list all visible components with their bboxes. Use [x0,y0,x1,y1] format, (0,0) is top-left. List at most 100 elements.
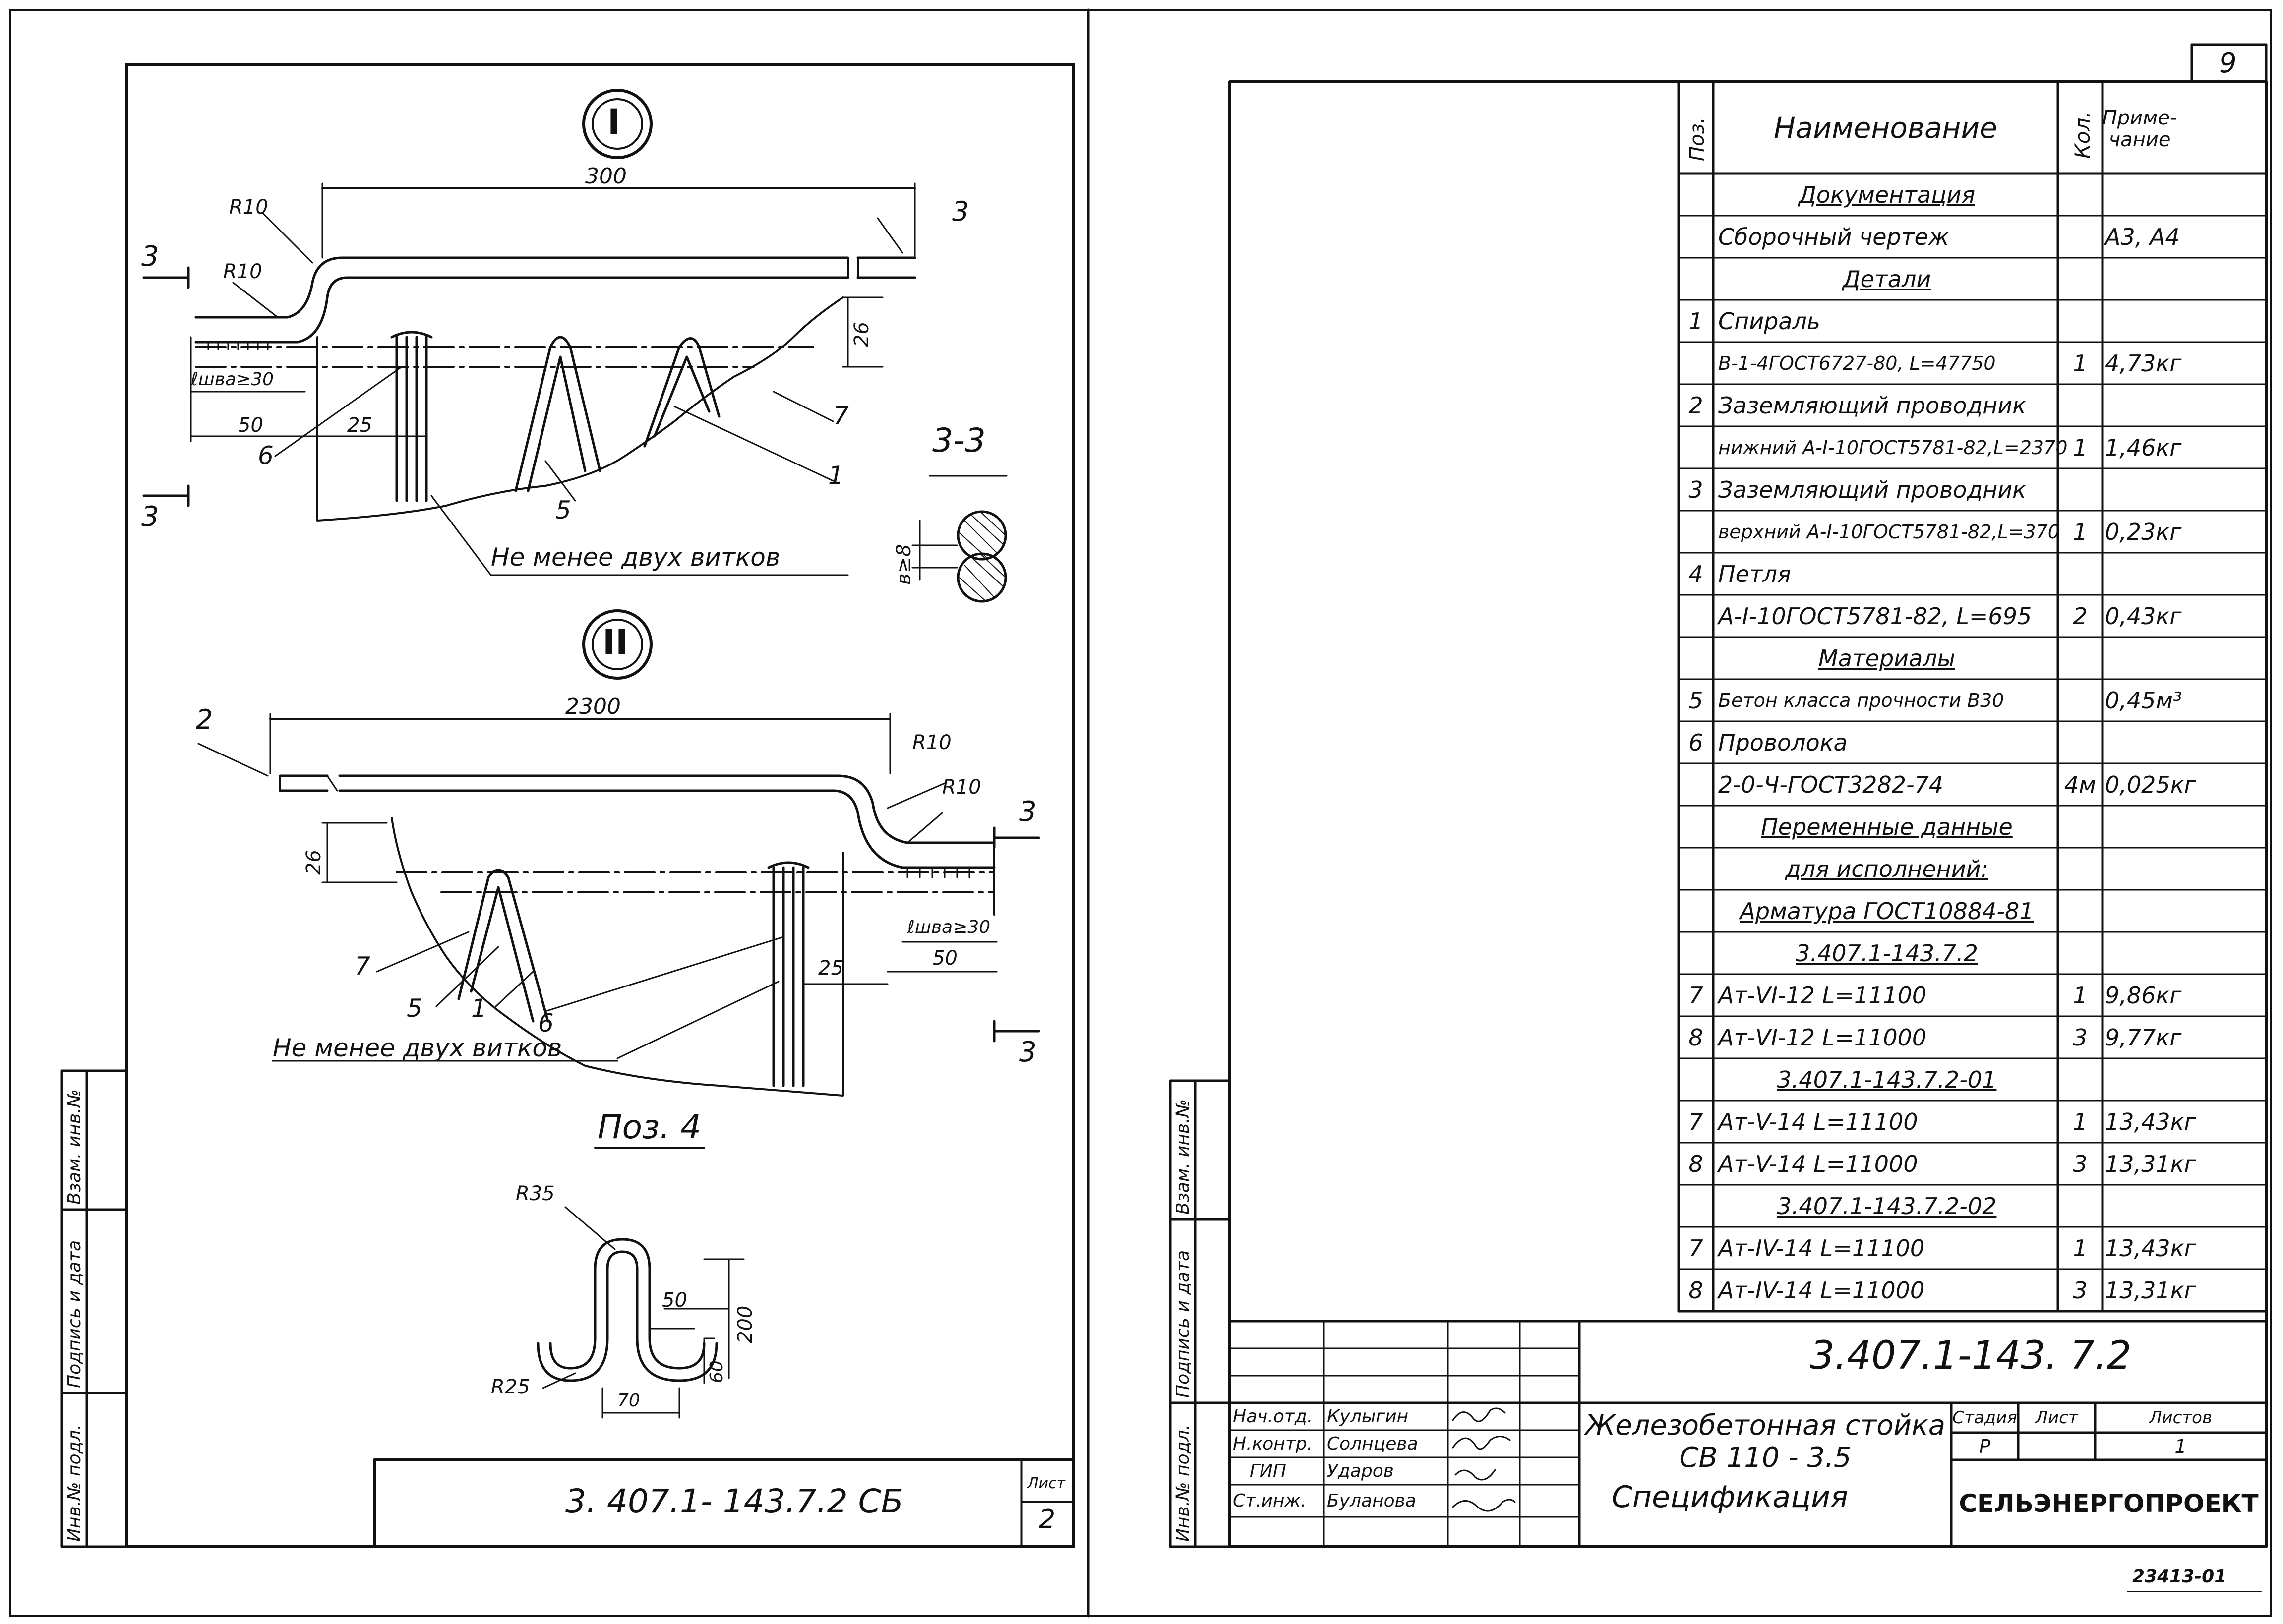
tb-role-3: ГИП [1250,1461,1287,1481]
spec-row-pos: 8 [1688,1024,1703,1051]
spec-row-name: Ат-IV-14 L=11000 [1718,1276,1925,1304]
detail-1-section-mark-bottom: 3 [141,501,159,533]
left-side-label-sign: Подпись и дата [64,1240,85,1388]
spec-row-pos: 1 [1688,307,1703,335]
left-side-label-inv: Инв.№ подл. [64,1424,85,1542]
spec-row-pos [1679,1185,1713,1227]
spec-row-qty [2058,553,2103,595]
spec-row-qty: 1 [2073,434,2088,461]
spec-row-qty: 1 [2073,349,2088,377]
spec-row-note: 4,73кг [2105,349,2182,377]
detail-1-dim-length: 300 [585,164,627,189]
pos4-r35: R35 [516,1182,555,1205]
left-stamp-code: 3. 407.1- 143.7.2 СБ [565,1482,903,1520]
spec-row-name: Переменные данные [1761,813,2013,840]
spec-row-qty: 1 [2073,982,2088,1009]
spec-row-pos [1679,258,1713,300]
spec-row-qty: 3 [2073,1276,2088,1304]
spec-row-pos [1679,848,1713,890]
spec-row-qty: 2 [2073,602,2088,630]
tb-role-2: Н.контр. [1233,1434,1313,1454]
spec-row-qty [2058,216,2103,258]
detail-2-callout-6: 6 [538,1009,554,1038]
detail-2-section-mark-top: 3 [1019,796,1037,828]
detail-2-dim-25: 25 [818,957,843,980]
spec-row-note: 13,43кг [2105,1234,2196,1262]
spec-row-note [2105,890,2264,932]
spec-row-qty: 3 [2073,1024,2088,1051]
spec-row-note [2105,300,2264,342]
spec-row-note [2105,1058,2264,1101]
spec-row-note [2105,553,2264,595]
spec-row-qty [2058,890,2103,932]
tb-stage: Р [1979,1435,1990,1457]
spec-row-name: нижний А-I-10ГОСТ5781-82,L=2370 [1718,436,2068,459]
spec-row-note: 13,31кг [2105,1150,2196,1177]
detail-1-callout-1: 1 [828,461,844,490]
spec-row-pos [1679,1058,1713,1101]
left-side-label-vzam: Взам. инв.№ [64,1089,85,1205]
detail-1-dim-50: 50 [238,414,263,437]
detail-1-radius-a: R10 [229,196,268,219]
spec-row-qty [2058,721,2103,763]
tb-sheet [2018,1433,2095,1460]
right-side-label-vzam: Взам. инв.№ [1173,1099,1193,1215]
detail-2-note: Не менее двух витков [273,1034,562,1062]
spec-row-note [2105,468,2264,511]
spec-row-note [2105,721,2264,763]
detail-2-dim-length: 2300 [565,694,621,719]
spec-row-name: Заземляющий проводник [1718,392,2026,419]
spec-row-pos [1679,932,1713,974]
pos4-dim-60: 60 [707,1360,727,1383]
spec-row-qty [2058,174,2103,216]
tb-sheet-label: Лист [2035,1408,2078,1428]
spec-row-note: 1,46кг [2105,434,2182,461]
corner-note: 23413-01 [2132,1566,2227,1587]
spec-row-name: Документация [1798,181,1976,208]
spec-row-qty [2058,384,2103,426]
tb-title-line3: Спецификация [1612,1480,1849,1514]
detail-1-note: Не менее двух витков [491,543,781,572]
spec-row-qty [2058,637,2103,679]
spec-header-note: Приме-чание [2102,107,2177,151]
spec-row-qty: 3 [2073,1150,2088,1177]
detail-1-dim-25: 25 [347,414,372,437]
detail-2-callout-5: 5 [407,994,422,1023]
spec-row-pos [1679,216,1713,258]
left-stamp-sheet-label: Лист [1027,1475,1066,1492]
spec-row-qty [2058,300,2103,342]
spec-row-note: 0,45м³ [2105,687,2182,714]
title-block-code: 3.407.1-143. 7.2 [1810,1334,2132,1378]
spec-row-name: Ат-V-14 L=11100 [1718,1108,1918,1135]
detail-2-dim-height: 26 [302,850,325,875]
spec-row-name: В-1-4ГОСТ6727-80, L=47750 [1718,352,1996,374]
spec-header-qty: Кол. [2070,111,2095,159]
spec-row-qty: 1 [2073,518,2088,545]
spec-row-pos: 7 [1688,1234,1703,1262]
detail-1-weld-label: ℓшва≥30 [191,369,274,390]
spec-row-pos [1679,890,1713,932]
spec-row-pos: 6 [1688,729,1703,756]
detail-2-callout-2: 2 [196,704,213,735]
spec-row-pos [1679,174,1713,216]
detail-2-weld-label: ℓшва≥30 [907,917,991,937]
spec-row-qty: 1 [2073,1108,2088,1135]
right-side-label-inv: Инв.№ подл. [1173,1424,1193,1542]
spec-row-note [2105,258,2264,300]
spec-row-pos: 5 [1688,687,1703,714]
spec-row-pos: 8 [1688,1276,1703,1304]
detail-2-radius-a: R10 [912,731,952,754]
spec-row-pos: 7 [1688,1108,1703,1135]
spec-row-name: 2-0-Ч-ГОСТ3282-74 [1718,771,1944,798]
tb-name-3: Ударов [1327,1461,1394,1481]
spec-row-note: 0,43кг [2105,602,2182,630]
section-3-3-title: 3-3 [932,421,986,460]
spec-row-pos: 8 [1688,1150,1703,1177]
pos4-dim-70: 70 [617,1391,640,1411]
pos4-dim-200: 200 [734,1305,757,1343]
tb-title-line2: СВ 110 - 3.5 [1679,1441,1852,1474]
tb-role-4: Ст.инж. [1233,1491,1307,1511]
spec-row-pos: 3 [1688,476,1703,503]
spec-row-name: Спираль [1718,307,1820,335]
